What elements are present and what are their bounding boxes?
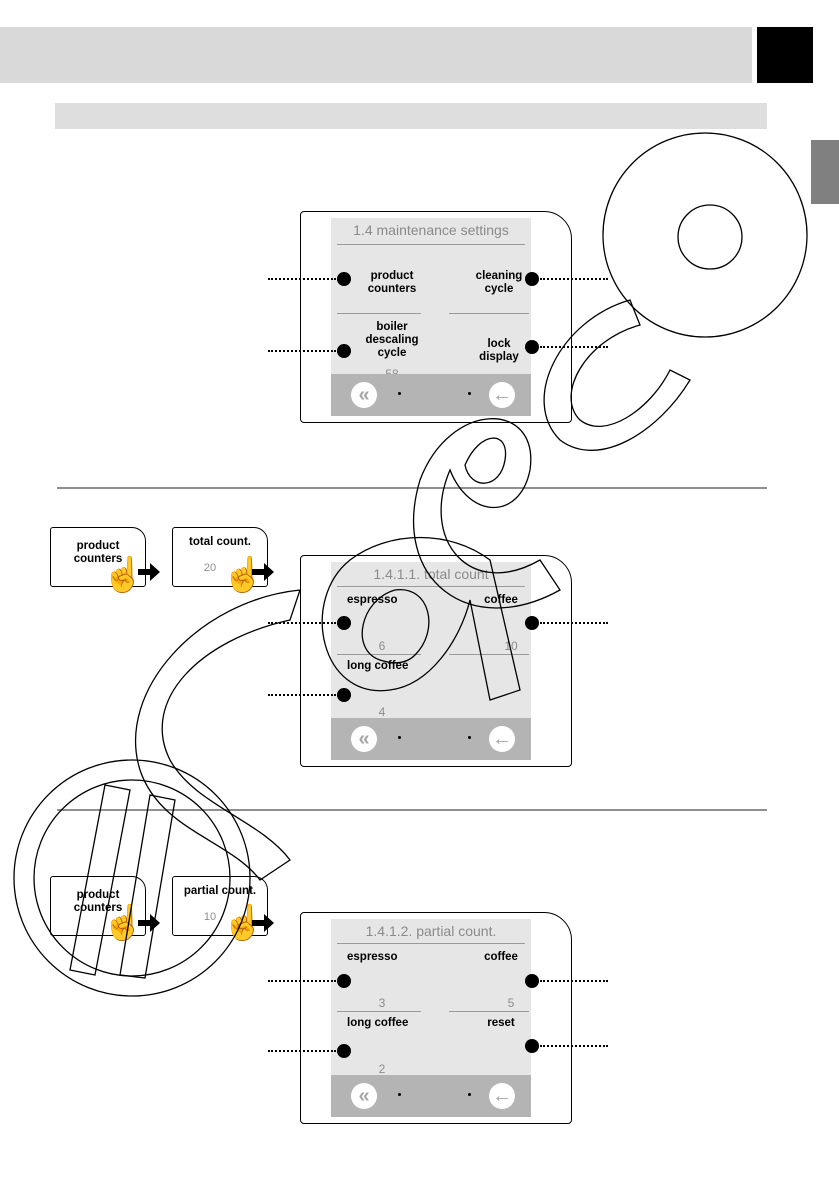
- long-coffee-value: 2: [378, 1062, 386, 1076]
- page-dot: [468, 392, 471, 395]
- callout-leader: [540, 278, 608, 280]
- section-bar: [55, 103, 767, 129]
- callout-dot: [337, 344, 351, 358]
- divider: [337, 654, 421, 655]
- callout-dot: [525, 616, 539, 630]
- screen-title: 1.4.1.2. partial count.: [365, 923, 497, 939]
- espresso-label[interactable]: espresso: [347, 594, 398, 606]
- section-divider: [57, 487, 767, 489]
- callout-dot: [337, 974, 351, 988]
- callout-leader: [540, 346, 608, 348]
- callout-dot: [337, 1044, 351, 1058]
- espresso-value: 3: [378, 996, 386, 1010]
- page-dot: [398, 736, 401, 739]
- double-chevron-left-icon[interactable]: «: [351, 1083, 377, 1109]
- header-bar: [0, 27, 752, 83]
- divider: [337, 586, 525, 587]
- divider: [337, 943, 525, 944]
- callout-dot: [525, 974, 539, 988]
- espresso-value: 6: [378, 639, 386, 653]
- callout-dot: [525, 340, 539, 354]
- callout-leader: [540, 1045, 608, 1047]
- device-partial-count: 1.4.1.2. partial count. espresso coffee …: [300, 912, 572, 1124]
- card-value: 10: [203, 911, 217, 923]
- section-divider: [57, 809, 767, 811]
- arrow-right-icon: [252, 563, 274, 581]
- coffee-label[interactable]: coffee: [484, 951, 518, 963]
- coffee-label[interactable]: coffee: [484, 594, 518, 606]
- screen-maintenance: 1.4 maintenance settings product counter…: [331, 218, 531, 416]
- side-tab: [811, 140, 839, 204]
- long-coffee-label[interactable]: long coffee: [347, 1017, 409, 1029]
- callout-leader: [268, 278, 336, 280]
- arrow-right-icon: [252, 914, 274, 932]
- page-dot: [468, 736, 471, 739]
- callout-leader: [268, 622, 336, 624]
- double-chevron-left-icon[interactable]: «: [351, 382, 377, 408]
- divider: [337, 313, 421, 314]
- cleaning-cycle-button[interactable]: cleaning cycle: [475, 270, 523, 295]
- page-dot: [468, 1093, 471, 1096]
- card-value: 20: [203, 562, 217, 574]
- callout-leader: [268, 980, 336, 982]
- nav-bar: « ←: [331, 1075, 531, 1117]
- screen-title: 1.4 maintenance settings: [353, 222, 509, 238]
- boiler-descaling-cycle-button[interactable]: boiler descaling cycle: [365, 321, 419, 359]
- chapter-marker: [757, 27, 813, 83]
- coffee-value: 5: [507, 996, 515, 1010]
- callout-dot: [337, 688, 351, 702]
- divider: [449, 654, 529, 655]
- page-dot: [398, 392, 401, 395]
- callout-leader: [268, 350, 336, 352]
- hand-pointer-icon: ☝: [102, 904, 145, 942]
- long-coffee-value: 4: [378, 705, 386, 719]
- double-chevron-left-icon[interactable]: «: [351, 726, 377, 752]
- product-counters-button[interactable]: product counters: [367, 270, 417, 295]
- coffee-value: 10: [504, 639, 518, 653]
- callout-leader: [268, 1050, 336, 1052]
- arrow-left-icon[interactable]: ←: [489, 382, 515, 408]
- screen-total-count: 1.4.1.1. total count espresso coffee 6 1…: [331, 562, 531, 760]
- callout-leader: [540, 622, 608, 624]
- divider: [337, 1011, 421, 1012]
- card-label: product counters: [73, 889, 123, 914]
- hand-pointer-icon: ☝: [102, 556, 145, 594]
- nav-bar: « ←: [331, 718, 531, 760]
- screen-title: 1.4.1.1. total count: [373, 566, 489, 582]
- card-product-counters: product counters: [50, 876, 146, 936]
- card-label: product counters: [73, 540, 123, 565]
- lock-display-button[interactable]: lock display: [479, 338, 519, 363]
- card-total-count: total count. 20: [172, 527, 268, 587]
- callout-dot: [337, 616, 351, 630]
- screen-partial-count: 1.4.1.2. partial count. espresso coffee …: [331, 919, 531, 1117]
- card-label: partial count.: [183, 885, 257, 897]
- arrow-right-icon: [138, 563, 160, 581]
- reset-button[interactable]: reset: [487, 1017, 515, 1029]
- callout-dot: [525, 1039, 539, 1053]
- callout-dot: [337, 272, 351, 286]
- divider: [449, 1011, 529, 1012]
- device-total-count: 1.4.1.1. total count espresso coffee 6 1…: [300, 555, 572, 767]
- callout-dot: [525, 272, 539, 286]
- divider: [337, 244, 525, 245]
- arrow-left-icon[interactable]: ←: [489, 726, 515, 752]
- callout-leader: [540, 980, 608, 982]
- callout-leader: [268, 694, 336, 696]
- divider: [449, 313, 529, 314]
- card-product-counters: product counters: [50, 527, 146, 587]
- device-maintenance-settings: 1.4 maintenance settings product counter…: [300, 211, 572, 423]
- arrow-left-icon[interactable]: ←: [489, 1083, 515, 1109]
- page-dot: [398, 1093, 401, 1096]
- card-label: total count.: [189, 536, 251, 548]
- nav-bar: « ←: [331, 374, 531, 416]
- espresso-label[interactable]: espresso: [347, 951, 398, 963]
